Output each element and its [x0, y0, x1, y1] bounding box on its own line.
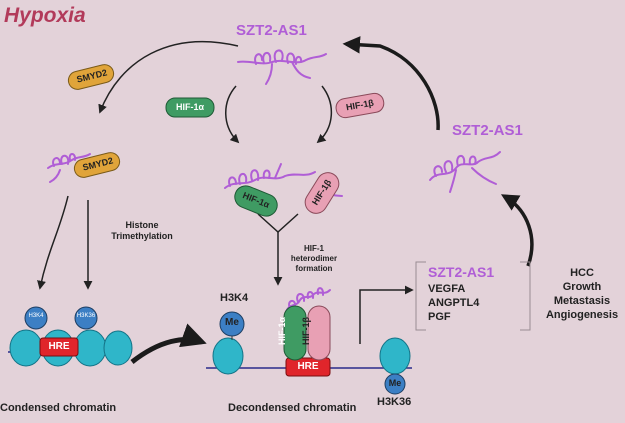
target-gene: ANGPTL4	[428, 297, 480, 309]
hif1b-protein	[335, 92, 385, 119]
hif1a-protein	[165, 97, 215, 118]
me-bottom-label: Me	[388, 378, 402, 388]
h3k36-small-label: H3K36	[76, 313, 96, 319]
me-mark-bottom	[384, 373, 406, 395]
me-mark-top	[219, 311, 245, 337]
hre-left-label: HRE	[48, 341, 70, 352]
page-title: Hypoxia	[4, 4, 86, 27]
histone-trimethylation-label: Histone Trimethylation	[100, 220, 184, 242]
h3k4-label: H3K4	[220, 292, 249, 304]
hif1b-dna-label: HIF-1β	[301, 317, 311, 345]
outcome-list: HCC Growth Metastasis Angiogenesis	[540, 266, 624, 322]
target-gene: PGF	[428, 311, 451, 323]
return-arrow	[342, 36, 440, 131]
h3k4-small-label: H3K4	[28, 313, 44, 319]
hre-center-box	[285, 357, 331, 377]
hif1a-bound-protein	[234, 185, 278, 217]
me-top-label: Me	[225, 317, 239, 328]
hif1b-dna-protein	[307, 305, 331, 361]
hif1b-bound-protein	[304, 172, 340, 214]
outcome-item: Metastasis	[553, 295, 611, 307]
hif-line3: formation	[295, 264, 333, 273]
target-gene: VEGFA	[428, 283, 466, 295]
h3k4-mark-small	[24, 306, 48, 330]
lncrna-right-structure	[429, 151, 501, 193]
hif-line1: HIF-1	[304, 244, 324, 253]
h3k36-mark-small	[74, 306, 98, 330]
hre-left-box	[39, 337, 79, 357]
outcome-item: HCC	[570, 267, 594, 279]
decondensed-nucleosomes	[212, 337, 411, 375]
hif1a-label: HIF-1α	[175, 102, 205, 112]
hre-center-label: HRE	[297, 361, 319, 372]
histone-line1: Histone	[125, 220, 159, 230]
smyd2-protein	[67, 64, 115, 90]
chromatin-transition-arrow	[130, 323, 207, 364]
gene-box-lncrna-label: SZT2-AS1	[428, 264, 495, 280]
condensed-caption: Condensed chromatin	[0, 402, 117, 414]
h3k36-label: H3K36	[377, 396, 412, 408]
hif1a-dna-label: HIF-1α	[277, 316, 288, 346]
histone-line2: Trimethylation	[111, 231, 173, 241]
lncrna-promoter-structure	[285, 287, 331, 313]
smyd2-bound-protein	[73, 152, 121, 178]
upregulate-arrow	[500, 194, 534, 267]
lncrna-smyd2-structure	[47, 153, 91, 183]
outcome-item: Angiogenesis	[545, 309, 619, 321]
decondensed-caption: Decondensed chromatin	[228, 402, 357, 414]
hif-line2: heterodimer	[290, 254, 338, 263]
outcome-item: Growth	[562, 281, 602, 293]
outcome-bracket	[520, 261, 531, 331]
lncrna-top-structure	[237, 49, 327, 85]
hif1a-dna-protein	[283, 305, 307, 361]
gene-box-bracket	[415, 261, 426, 331]
lncrna-right-label: SZT2-AS1	[452, 122, 523, 139]
target-gene-list: VEGFA ANGPTL4 PGF	[428, 282, 479, 324]
hif-heterodimer-label: HIF-1 heterodimer formation	[286, 244, 342, 274]
flow-arrows	[37, 41, 414, 344]
lncrna-top-label: SZT2-AS1	[236, 22, 307, 39]
